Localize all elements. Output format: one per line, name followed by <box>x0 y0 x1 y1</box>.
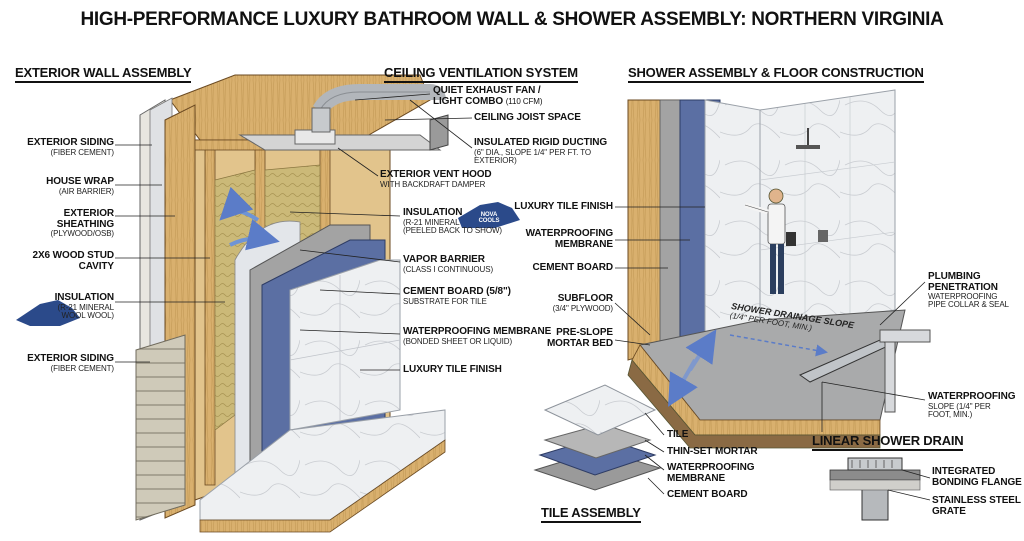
section-title-exterior: EXTERIOR WALL ASSEMBLY <box>15 65 192 83</box>
section-title-tile: TILE ASSEMBLY <box>541 505 641 523</box>
label-exterior-sheathing: EXTERIOR SHEATHING(PLYWOOD/OSB) <box>50 208 115 238</box>
label-shower-tile-finish: LUXURY TILE FINISH <box>514 201 613 212</box>
virginia-badge-icon <box>458 202 520 228</box>
label-vapor-barrier: VAPOR BARRIER(CLASS I CONTINUOUS) <box>403 254 494 274</box>
label-tile-layer-tile: TILE <box>667 429 689 440</box>
section-title-ceiling: CEILING VENTILATION SYSTEM <box>384 65 578 83</box>
label-exhaust-fan: QUIET EXHAUST FAN /LIGHT COMBO (110 CFM) <box>433 85 543 107</box>
page-title: HIGH-PERFORMANCE LUXURY BATHROOM WALL & … <box>80 9 944 30</box>
label-tile-layer-cement: CEMENT BOARD <box>667 489 748 500</box>
label-exterior-siding-bottom: EXTERIOR SIDING(FIBER CEMENT) <box>27 353 114 373</box>
label-cement-board-mid: CEMENT BOARD (5/8")SUBSTRATE FOR TILE <box>403 286 511 306</box>
section-title-shower: SHOWER ASSEMBLY & FLOOR CONSTRUCTION <box>628 65 924 83</box>
tile-assembly-drawing <box>533 384 662 491</box>
label-rigid-ducting: INSULATED RIGID DUCTING(6" DIA., SLOPE 1… <box>474 137 608 165</box>
label-waterproofing-mid: WATERPROOFING MEMBRANE(BONDED SHEET OR L… <box>403 326 552 346</box>
label-tile-layer-thinset: THIN-SET MORTAR <box>667 446 758 457</box>
label-exterior-siding-top: EXTERIOR SIDING(FIBER CEMENT) <box>27 137 114 157</box>
label-subfloor: SUBFLOOR(3/4" PLYWOOD) <box>552 293 614 313</box>
ventilation-drawing <box>238 84 449 151</box>
virginia-shape-icon <box>16 300 80 326</box>
label-insulation-mid: INSULATION(R-21 MINERAL(PEELED BACK TO S… <box>403 207 502 235</box>
leader-lines <box>115 93 931 501</box>
drain-detail-drawing <box>829 457 921 521</box>
label-tile-finish-mid: LUXURY TILE FINISH <box>403 364 502 375</box>
shower-drawing <box>627 89 931 449</box>
label-ceiling-joist: CEILING JOIST SPACE <box>474 112 581 123</box>
label-house-wrap: HOUSE WRAP(AIR BARRIER) <box>46 176 114 196</box>
label-shower-cement-board: CEMENT BOARD <box>532 262 614 273</box>
section-title-drain: LINEAR SHOWER DRAIN <box>812 433 964 451</box>
